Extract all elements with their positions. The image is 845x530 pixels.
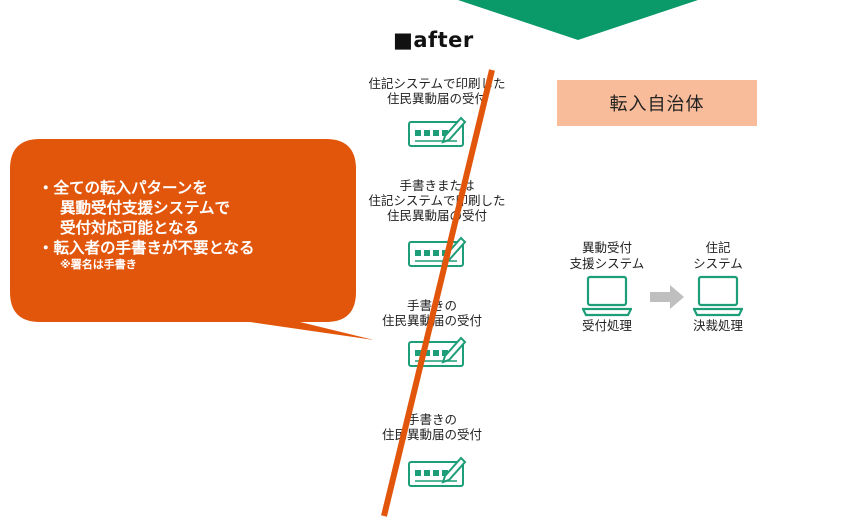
callout-text: ・全ての転入パターンを 異動受付支援システムで 受付対応可能となる ・転入者の手… [38,179,255,271]
after-heading: ■after [393,28,474,52]
system-caption-1: 受付処理 [581,318,632,333]
top-down-arrow-icon [458,0,698,40]
system-name-2: 住記 システム [693,240,743,271]
right-arrow-icon [650,285,684,309]
laptop-icon [693,275,743,317]
laptop-icon [582,275,632,317]
system-caption-2: 決裁処理 [692,318,743,333]
system-name-1: 異動受付 支援システム [569,240,645,271]
destination-municipality-box: 転入自治体 [557,80,757,126]
